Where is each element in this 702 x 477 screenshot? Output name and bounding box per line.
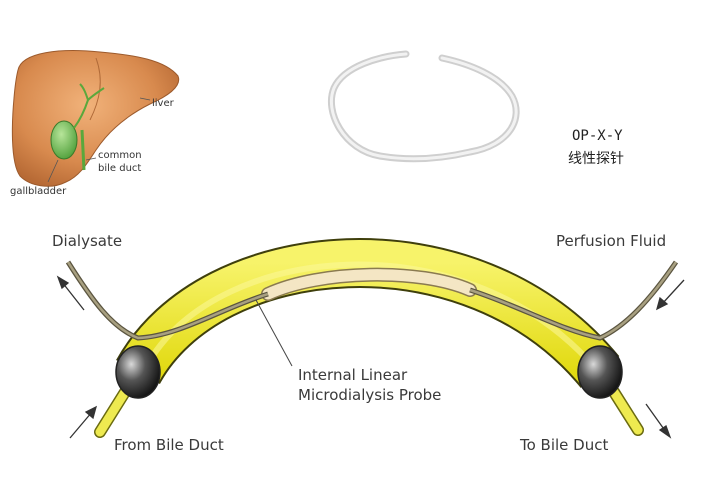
probe-photo: [327, 50, 520, 163]
common-bile-duct-label-line2: bile duct: [98, 163, 142, 174]
liver-label: liver: [152, 98, 174, 109]
to-bile-duct-label: To Bile Duct: [520, 436, 609, 454]
liver-shape: [11, 50, 180, 187]
gallbladder-shape: [50, 120, 78, 160]
flow-arrows: [56, 275, 685, 439]
probe-label-line1: Internal Linear: [298, 366, 408, 384]
internal-probe-line: [65, 260, 679, 341]
from-bile-duct-label: From Bile Duct: [114, 436, 224, 454]
probe-model-label: OP-X-Y: [572, 128, 623, 144]
left-end-cap: [94, 345, 161, 438]
probe-label-line2: Microdialysis Probe: [298, 386, 442, 404]
right-end-cap: [577, 345, 644, 436]
probe-type-label: 线性探针: [568, 151, 624, 167]
gallbladder-label: gallbladder: [10, 186, 67, 197]
common-bile-duct-shape: [80, 129, 86, 171]
dialysate-label: Dialysate: [52, 232, 123, 250]
liver-illustration: [11, 50, 180, 187]
common-bile-duct-label-line1: common: [98, 150, 142, 161]
probe-label-leader: [255, 299, 293, 367]
perfusion-fluid-label: Perfusion Fluid: [556, 232, 667, 250]
